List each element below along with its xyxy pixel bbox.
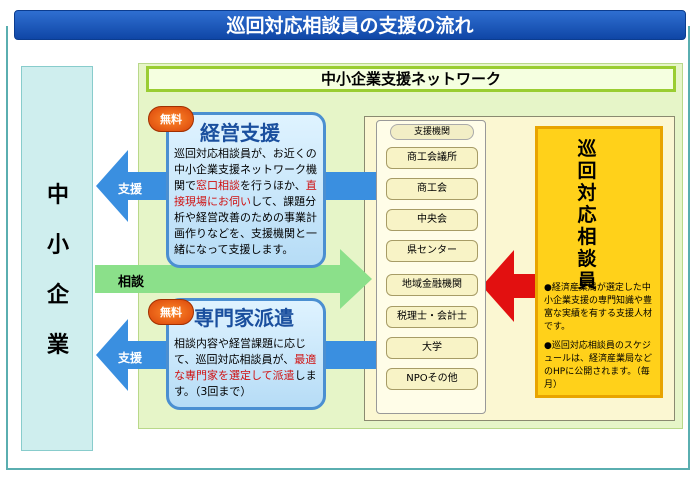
org-item: 中央会 bbox=[386, 209, 478, 231]
counselor-arrow bbox=[482, 250, 536, 322]
org-item: 商工会議所 bbox=[386, 147, 478, 169]
management-support-box bbox=[166, 112, 326, 268]
support-arrow-top-head bbox=[96, 150, 150, 222]
sme-box: 中 小 企 業 bbox=[21, 66, 93, 451]
sme-char: 中 bbox=[46, 183, 69, 208]
org-item: NPOその他 bbox=[386, 368, 478, 390]
page-title: 巡回対応相談員の支援の流れ bbox=[14, 10, 686, 40]
sme-char: 企 bbox=[46, 283, 69, 308]
management-title: 経営支援 bbox=[200, 121, 280, 145]
counselor-note: ●経済産業局が選定した中小企業支援の専門知識や豊富な実績を有する支援人材です。 bbox=[544, 283, 653, 332]
support-organizations bbox=[376, 120, 486, 414]
sme-char: 業 bbox=[46, 333, 69, 358]
counselor-box bbox=[535, 126, 663, 398]
expert-title: 専門家派遣 bbox=[194, 306, 294, 330]
counselor-note: ●巡回対応相談員のスケジュールは、経済産業局などのHPに公開されます。（毎月） bbox=[544, 341, 653, 390]
network-title: 中小企業支援ネットワーク bbox=[146, 66, 676, 92]
expert-text: 相談内容や経営課題に応じて、巡回対応相談員が、最適な専門家を選定して派遣します。… bbox=[174, 337, 317, 398]
management-text: 巡回対応相談員が、お近くの中小企業支援ネットワーク機関で窓口相談を行うほか、直接… bbox=[174, 147, 317, 256]
support-label-top: 支援 bbox=[118, 182, 143, 196]
org-item: 地域金融機関 bbox=[386, 274, 478, 296]
org-item: 商工会 bbox=[386, 178, 478, 200]
org-item: 大学 bbox=[386, 337, 478, 359]
free-badge: 無料 bbox=[148, 299, 194, 325]
org-item: 税理士・会計士 bbox=[386, 306, 478, 328]
counselor-title: 巡回対応相談員 bbox=[577, 138, 597, 292]
counselor-notes: ●経済産業局が選定した中小企業支援の専門知識や豊富な実績を有する支援人材です。 … bbox=[544, 282, 656, 392]
consult-arrow bbox=[95, 249, 372, 309]
org-item: 県センター bbox=[386, 240, 478, 262]
support-label-bottom: 支援 bbox=[118, 351, 143, 365]
organizations-header: 支援機関 bbox=[390, 124, 474, 140]
consult-label: 相談 bbox=[118, 275, 145, 290]
free-badge: 無料 bbox=[148, 106, 194, 132]
sme-char: 小 bbox=[46, 233, 69, 258]
